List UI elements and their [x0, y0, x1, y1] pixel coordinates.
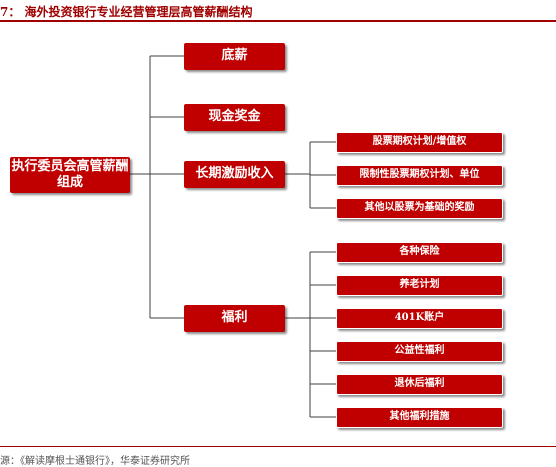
benefit-item: 各种保险	[336, 242, 503, 263]
benefit-item: 其他福利措施	[336, 407, 503, 428]
long-term-item: 股票期权计划/增值权	[336, 132, 503, 153]
top-rule	[0, 20, 556, 22]
bottom-rule	[0, 446, 556, 447]
long-term-item: 其他以股票为基础的奖励	[336, 198, 503, 219]
benefit-item: 养老计划	[336, 275, 503, 296]
node-long-term-incentive: 长期激励收入	[184, 161, 285, 188]
benefit-item: 公益性福利	[336, 341, 503, 362]
long-term-item: 限制性股票期权计划、单位	[336, 165, 503, 186]
figure-title: 7： 海外投资银行专业经营管理层高管薪酬结构	[0, 5, 253, 19]
node-cash-bonus: 现金奖金	[184, 104, 285, 131]
root-node: 执行委员会高管薪酬组成	[10, 157, 130, 193]
node-base-salary: 底薪	[184, 43, 285, 70]
source-note: 源：《解读摩根士通银行》，华泰证券研究所	[0, 456, 190, 467]
benefit-item: 退休后福利	[336, 374, 503, 395]
benefit-item: 401K账户	[336, 308, 503, 329]
node-benefits: 福利	[184, 305, 285, 332]
